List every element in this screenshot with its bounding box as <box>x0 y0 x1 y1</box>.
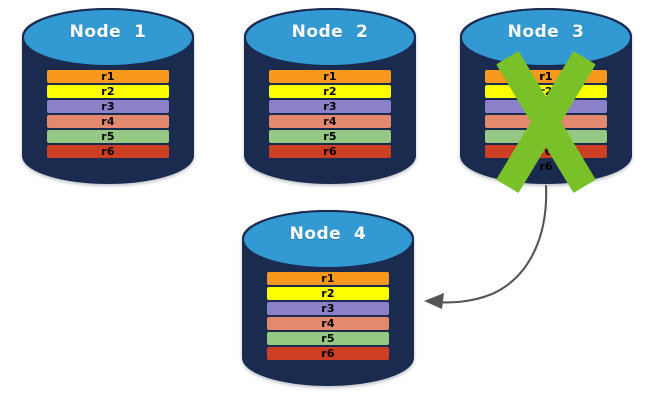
node-3[interactable]: Node 3 r1 r2 r3 r4 r5 r6 r1 r6 <box>460 8 632 193</box>
node-4-title: Node 4 <box>289 224 367 245</box>
node-1-row-r5[interactable]: r5 <box>46 130 170 144</box>
node-2-row-r4[interactable]: r4 <box>268 115 392 129</box>
node-1-title: Node 1 <box>69 22 147 43</box>
node-2-row-stack: r1 r2 r3 r4 r5 r6 <box>268 70 392 159</box>
node-2[interactable]: Node 2 r1 r2 r3 r4 r5 r6 <box>244 8 416 184</box>
node-4-row-r3[interactable]: r3 <box>266 302 390 316</box>
node-4-row-r2[interactable]: r2 <box>266 287 390 301</box>
node-3-row-stack: r1 r2 r3 r4 r5 r6 <box>484 70 608 159</box>
node-1-row-r3[interactable]: r3 <box>46 100 170 114</box>
node-2-cylinder-top <box>244 8 416 67</box>
node-1-row-r4[interactable]: r4 <box>46 115 170 129</box>
node-2-title: Node 2 <box>291 22 369 43</box>
replication-arrow-path <box>434 184 548 304</box>
node-1[interactable]: Node 1 r1 r2 r3 r4 r5 r6 <box>22 8 194 184</box>
node-2-row-r6[interactable]: r6 <box>268 145 392 159</box>
node-4-row-r5[interactable]: r5 <box>266 332 390 346</box>
node-4-row-r4[interactable]: r4 <box>266 317 390 331</box>
node-1-row-stack: r1 r2 r3 r4 r5 r6 <box>46 70 170 159</box>
node-2-row-r5[interactable]: r5 <box>268 130 392 144</box>
node-4-row-r6[interactable]: r6 <box>266 347 390 361</box>
node-2-row-r1[interactable]: r1 <box>268 70 392 84</box>
node-3-row-r3[interactable]: r3 <box>484 100 608 114</box>
node-2-row-r2[interactable]: r2 <box>268 85 392 99</box>
node-3-row-r4[interactable]: r4 <box>484 115 608 129</box>
node-4-row-stack: r1 r2 r3 r4 r5 r6 <box>266 272 390 361</box>
node-3-title: Node 3 <box>507 22 585 43</box>
node-4-row-r1[interactable]: r1 <box>266 272 390 286</box>
node-2-row-r3[interactable]: r3 <box>268 100 392 114</box>
node-3-row-r1[interactable]: r1 <box>484 70 608 84</box>
node-1-row-r2[interactable]: r2 <box>46 85 170 99</box>
node-3-row-r5[interactable]: r5 <box>484 130 608 144</box>
node-3-row-r2[interactable]: r2 <box>484 85 608 99</box>
node-1-row-r6[interactable]: r6 <box>46 145 170 159</box>
replication-arrow-head-icon <box>424 293 444 309</box>
node-3-row-r6[interactable]: r6 <box>484 145 608 159</box>
node-1-cylinder-top <box>22 8 194 67</box>
node-4-cylinder-top <box>242 210 414 269</box>
node-4[interactable]: Node 4 r1 r2 r3 r4 r5 r6 <box>242 210 414 386</box>
node-1-row-r1[interactable]: r1 <box>46 70 170 84</box>
